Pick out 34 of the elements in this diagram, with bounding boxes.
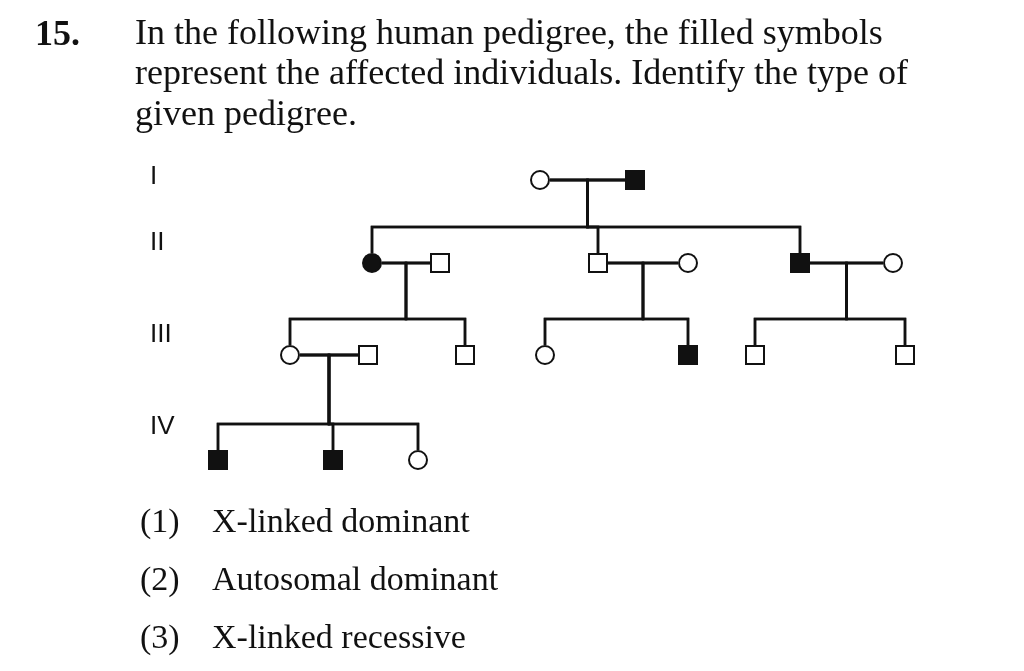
female-symbol <box>678 253 698 273</box>
descent-line <box>845 261 907 345</box>
female-symbol <box>280 345 300 365</box>
male-affected-symbol <box>323 450 343 470</box>
question-text: In the following human pedigree, the filled symbols represent the affected individuals. Identify the type of given pedigree. <box>135 12 910 133</box>
male-affected-symbol <box>625 170 645 190</box>
option-number: (2) <box>140 560 180 598</box>
option-text: X-linked recessive <box>212 618 466 656</box>
option-text: X-linked dominant <box>212 502 470 540</box>
descent-line <box>641 261 690 345</box>
generation-label: I <box>150 160 158 191</box>
female-symbol <box>883 253 903 273</box>
descent-line <box>327 353 420 450</box>
female-affected-symbol <box>362 253 382 273</box>
generation-label: II <box>150 226 165 257</box>
female-symbol <box>408 450 428 470</box>
male-symbol <box>745 345 765 365</box>
male-affected-symbol <box>790 253 810 273</box>
male-symbol <box>455 345 475 365</box>
option-number: (1) <box>140 502 180 540</box>
option-text: Autosomal dominant <box>212 560 499 598</box>
female-symbol <box>535 345 555 365</box>
generation-label: III <box>150 318 172 349</box>
male-symbol <box>430 253 450 273</box>
male-affected-symbol <box>208 450 228 470</box>
descent-line <box>404 261 467 345</box>
option-number: (3) <box>140 618 180 656</box>
male-affected-symbol <box>678 345 698 365</box>
female-symbol <box>530 170 550 190</box>
male-symbol <box>588 253 608 273</box>
question-number: 15. <box>35 12 80 54</box>
male-symbol <box>358 345 378 365</box>
male-symbol <box>895 345 915 365</box>
generation-label: IV <box>150 410 175 441</box>
